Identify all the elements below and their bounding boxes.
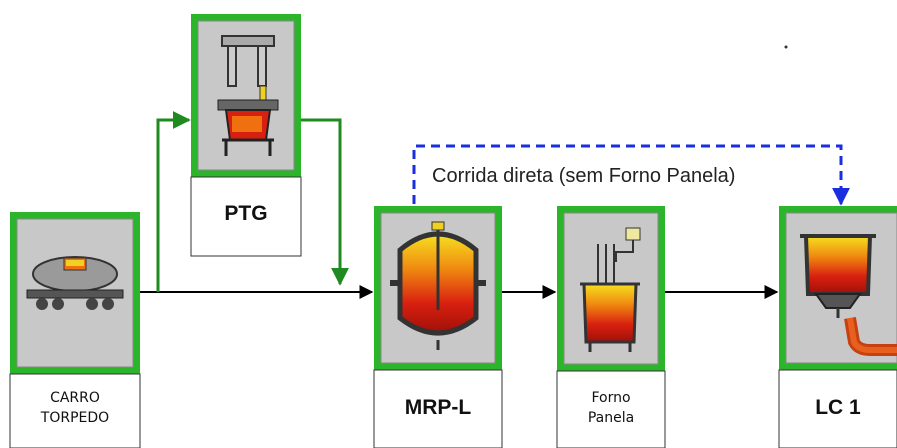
label-forno-line1: Forno [591, 390, 631, 406]
ptg-machine-icon [217, 35, 279, 156]
label-forno-line2: Panela [587, 410, 635, 426]
node-forno-panela[interactable] [556, 206, 666, 448]
label-carro-line2: TORPEDO [40, 410, 110, 426]
stray-dot [784, 45, 788, 49]
label-mrp-l: MRP-L [404, 396, 472, 419]
ladle-caster-icon [800, 234, 897, 356]
bypass-dashed-arrow [412, 144, 850, 206]
converter-vessel-icon [390, 221, 486, 350]
bypass-note: Corrida direta (sem Forno Panela) [432, 165, 736, 187]
torpedo-car-icon [26, 256, 124, 310]
node-lc1[interactable] [778, 206, 897, 448]
flow-branch-to-ptg [156, 111, 191, 292]
flow-ptg-to-mrpl [301, 118, 349, 286]
label-ptg: PTG [224, 202, 268, 225]
label-carro-torpedo: CARRO TORPEDO [10, 388, 140, 428]
ladle-furnace-icon [580, 227, 641, 352]
label-forno-panela: Forno Panela [557, 388, 665, 428]
node-carro-torpedo[interactable] [9, 212, 141, 448]
label-lc1: LC 1 [815, 396, 861, 419]
label-carro-line1: CARRO [50, 390, 100, 406]
node-mrp-l[interactable] [373, 206, 503, 448]
node-ptg[interactable] [190, 14, 302, 257]
